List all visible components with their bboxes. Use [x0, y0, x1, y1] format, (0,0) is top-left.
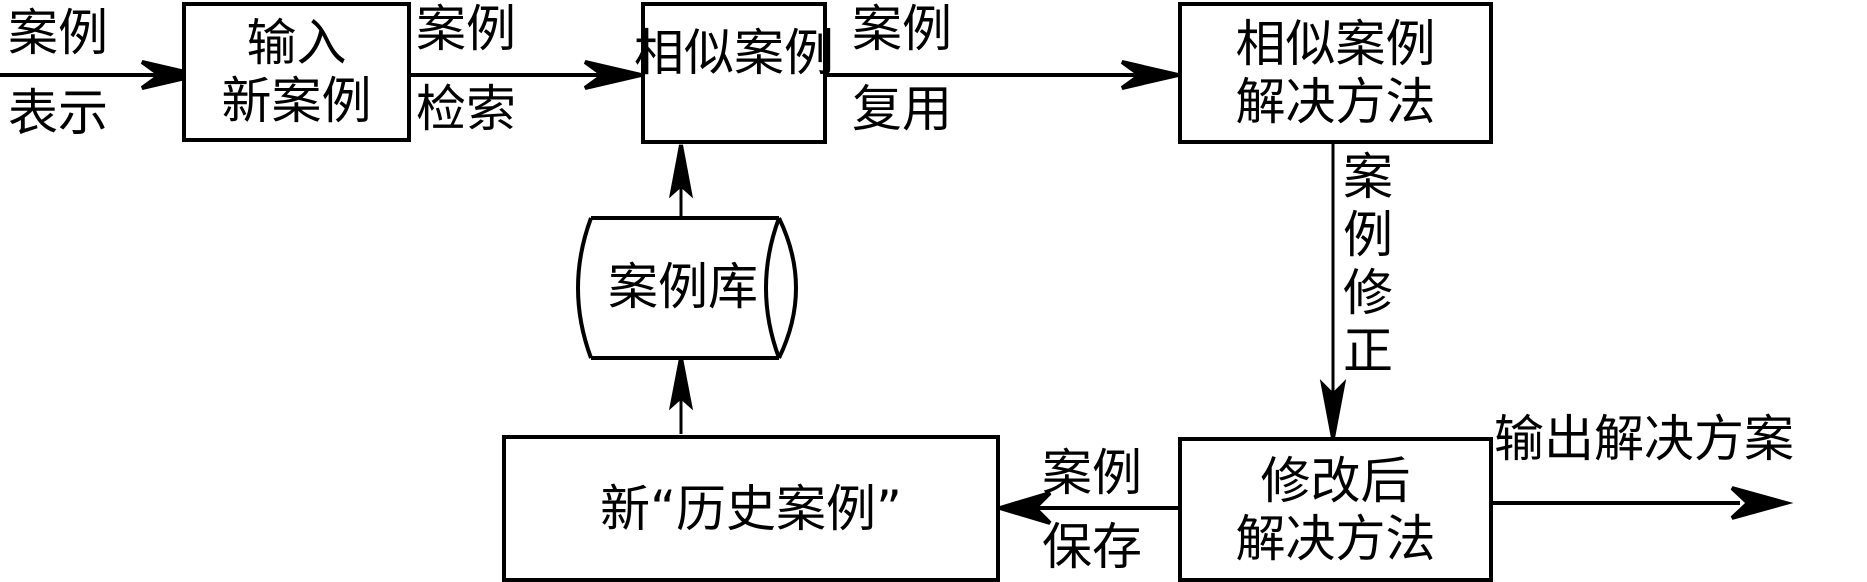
label-case-save-1: 案例	[1042, 444, 1142, 502]
node-similar-solution-line1: 相似案例	[1235, 15, 1436, 73]
arrow-retrieval-head	[583, 60, 642, 90]
arrow-reuse-head	[1120, 60, 1179, 90]
arrow-revision-head	[1319, 379, 1347, 439]
node-revised-solution: 修改后 解决方法	[1178, 437, 1493, 582]
arrow-history-up-head	[668, 357, 694, 411]
label-case-revision-char: 例	[1343, 206, 1393, 264]
label-case-representation-1: 案例	[8, 4, 108, 62]
label-case-save-2: 保存	[1042, 518, 1142, 576]
node-input-new-case-line2: 新案例	[221, 72, 372, 130]
node-similar-solution: 相似案例 解决方法	[1178, 2, 1493, 144]
label-case-reuse-2: 复用	[852, 80, 952, 138]
label-case-retrieval-2: 检索	[416, 80, 516, 138]
label-case-representation-2: 表示	[8, 84, 108, 142]
node-similar-case-label: 相似案例	[634, 24, 834, 82]
label-case-retrieval-1: 案例	[416, 0, 516, 58]
label-case-revision-char: 正	[1343, 322, 1393, 380]
node-revised-solution-line1: 修改后	[1260, 451, 1411, 510]
label-case-revision-char: 案	[1343, 148, 1393, 206]
arrow-representation-head	[140, 60, 199, 90]
arrow-save-head	[993, 491, 1052, 525]
label-case-revision-char: 修	[1343, 264, 1393, 322]
node-similar-solution-line2: 解决方法	[1235, 73, 1436, 131]
node-revised-solution-line2: 解决方法	[1235, 509, 1436, 568]
case-library-shape	[576, 216, 798, 360]
node-input-new-case: 输入 新案例	[182, 2, 411, 142]
node-case-library-label: 案例库	[608, 258, 758, 316]
arrow-library-up-head	[668, 144, 694, 199]
arrow-output-head	[1730, 486, 1794, 520]
label-case-reuse-1: 案例	[852, 0, 952, 58]
node-similar-case: 相似案例	[634, 2, 834, 144]
node-new-history-case-label: 新“历史案例”	[600, 479, 902, 538]
node-input-new-case-line1: 输入	[246, 14, 347, 72]
label-case-revision: 案 例 修 正	[1340, 148, 1396, 380]
label-output-solution: 输出解决方案	[1494, 410, 1794, 468]
node-new-history-case: 新“历史案例”	[502, 435, 1000, 582]
